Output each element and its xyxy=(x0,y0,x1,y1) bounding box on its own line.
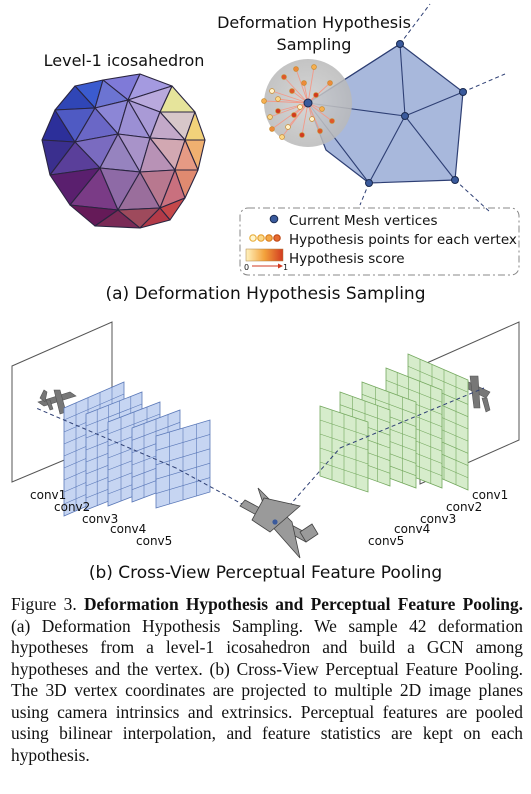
hypothesis-point xyxy=(281,74,287,80)
hypothesis-point xyxy=(309,116,315,122)
panel-b-figure: conv1 conv2 conv3 conv4 conv5 conv1 conv… xyxy=(11,321,520,559)
conv-labels-right: conv1 conv2 conv3 conv4 conv5 xyxy=(368,488,508,548)
hypothesis-point xyxy=(311,64,317,70)
hypothesis-point xyxy=(327,80,333,86)
conv-label: conv2 xyxy=(446,500,482,514)
legend-vertex-icon xyxy=(269,214,279,224)
legend: Current Mesh vertices Hypothesis points … xyxy=(239,207,520,276)
left-feature-planes xyxy=(63,381,211,517)
hypothesis-point xyxy=(313,92,319,98)
hypothesis-point xyxy=(261,98,267,104)
legend-score-bar xyxy=(245,248,284,262)
hypothesis-point xyxy=(297,104,303,110)
hypothesis-point xyxy=(293,66,299,72)
center-3d-airplane xyxy=(239,487,319,559)
figure-label: Figure 3. xyxy=(11,594,77,614)
conv-label: conv1 xyxy=(30,488,66,502)
legend-hypothesis-label: Hypothesis points for each vertex xyxy=(289,232,517,248)
sampling-title-line2: Sampling xyxy=(277,35,352,54)
conv-label: conv2 xyxy=(54,500,90,514)
hypothesis-point xyxy=(275,96,281,102)
conv-label: conv5 xyxy=(368,534,404,548)
conv-label: conv1 xyxy=(472,488,508,502)
hypothesis-point xyxy=(319,106,325,112)
hypothesis-point xyxy=(329,118,335,124)
hypothesis-point xyxy=(299,132,305,138)
icosahedron-shape xyxy=(41,73,206,229)
right-feature-planes xyxy=(319,353,469,493)
legend-score-label: Hypothesis score xyxy=(289,251,405,267)
hypothesis-points xyxy=(261,64,335,140)
figure-title: Deformation Hypothesis and Perceptual Fe… xyxy=(83,594,523,614)
legend-score-min: 0 xyxy=(244,263,249,272)
panel-a-figure: Level-1 icosahedron xyxy=(41,3,520,276)
legend-hypothesis-icon xyxy=(249,234,281,242)
hypothesis-point xyxy=(279,134,285,140)
conv-label: conv5 xyxy=(136,534,172,548)
hypothesis-point xyxy=(289,88,295,94)
conv-label: conv3 xyxy=(420,512,456,526)
legend-score-max: 1 xyxy=(283,263,288,272)
hypothesis-point xyxy=(269,126,275,132)
conv-label: conv4 xyxy=(394,522,430,536)
hypothesis-point xyxy=(275,108,281,114)
sampling-title-line1: Deformation Hypothesis xyxy=(217,13,411,32)
hypothesis-point xyxy=(301,80,307,86)
hypothesis-point xyxy=(269,88,275,94)
icosahedron-label: Level-1 icosahedron xyxy=(44,51,205,70)
figure-caption: Figure 3. Deformation Hypothesis and Per… xyxy=(11,594,523,766)
hypothesis-point xyxy=(317,128,323,134)
panel-a-caption: (a) Deformation Hypothesis Sampling xyxy=(105,284,426,304)
conv-label: conv3 xyxy=(82,512,118,526)
panel-b-caption: (b) Cross-View Perceptual Feature Poolin… xyxy=(88,563,443,583)
conv-labels-left: conv1 conv2 conv3 conv4 conv5 xyxy=(30,488,172,548)
figure-caption-body: (a) Deformation Hypothesis Sampling. We … xyxy=(11,615,523,765)
mesh-vertices xyxy=(303,40,467,187)
projected-vertex xyxy=(272,519,278,525)
hypothesis-point xyxy=(267,114,273,120)
left-view-airplane xyxy=(37,389,77,415)
conv-label: conv4 xyxy=(110,522,146,536)
hypothesis-point xyxy=(285,124,291,130)
legend-vertices-label: Current Mesh vertices xyxy=(289,213,437,229)
hypothesis-point xyxy=(291,112,297,118)
